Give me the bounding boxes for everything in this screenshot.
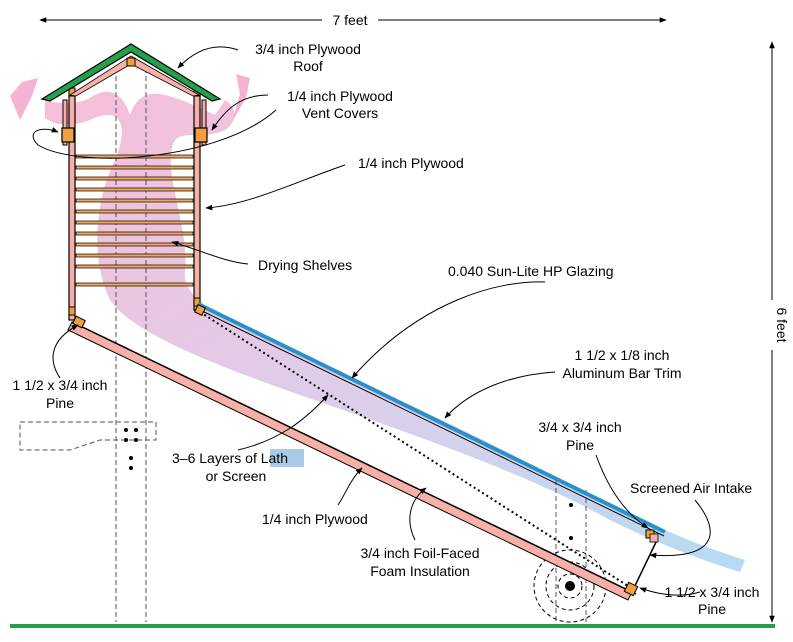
label-cabinet-plywood: 1/4 inch Plywood — [358, 155, 464, 171]
width-dimension-label: 7 feet — [332, 12, 367, 28]
wheel-hub — [565, 581, 575, 591]
post-outline-right — [555, 480, 587, 622]
label-pine-left-line1: 1 1/2 x 3/4 inch — [13, 377, 108, 393]
collector-bottom-line — [71, 321, 637, 595]
label-lath: 3–6 Layers of Lath or Screen — [172, 449, 304, 484]
drying-shelves — [75, 154, 194, 287]
vent-cover-left — [62, 99, 68, 146]
leader-arrows — [32, 46, 711, 596]
label-pine-square-line2: Pine — [566, 437, 594, 453]
collector-plywood — [67, 321, 633, 601]
label-vent-covers-line1: 1/4 inch Plywood — [287, 88, 393, 104]
ground-line — [10, 624, 775, 628]
cabinet-right-wall — [193, 94, 201, 311]
airflow-arrow-left — [10, 78, 38, 120]
label-air-intake: Screened Air Intake — [630, 480, 752, 496]
label-glazing: 0.040 Sun-Lite HP Glazing — [448, 263, 614, 279]
label-drying-shelves: Drying Shelves — [258, 257, 352, 273]
label-collector-plywood: 1/4 inch Plywood — [262, 511, 368, 527]
label-trim-line2: Aluminum Bar Trim — [562, 365, 681, 381]
label-trim-line1: 1 1/2 x 1/8 inch — [575, 347, 670, 363]
label-pine-left-line2: Pine — [46, 395, 74, 411]
label-lath-prefix: 3–6 Layers of — [172, 450, 261, 466]
label-roof-line2: Roof — [293, 58, 323, 74]
label-foam-line1: 3/4 inch Foil-Faced — [360, 545, 479, 561]
aluminum-trim — [195, 307, 665, 537]
dimension-height: 6 feet — [769, 41, 790, 623]
bolt-hole-icon — [124, 428, 573, 540]
dimension-width: 7 feet — [39, 12, 667, 28]
airflow-plume — [45, 91, 745, 573]
label-vent-covers-line2: Vent Covers — [302, 105, 378, 121]
collector-end — [631, 537, 659, 593]
label-pine-bottom-line1: 1 1/2 x 3/4 inch — [665, 584, 760, 600]
label-lath-highlight: Lath — [261, 450, 288, 466]
label-roof-line1: 3/4 inch Plywood — [255, 41, 361, 57]
glazing-line — [197, 302, 666, 534]
roof — [40, 43, 222, 102]
airflow-arrow-right — [232, 74, 250, 122]
label-lath-line2: or Screen — [206, 468, 267, 484]
label-foam-line2: Foam Insulation — [370, 563, 470, 579]
height-dimension-label: 6 feet — [774, 307, 790, 342]
svg-text:3–6 Layers of Lath: 3–6 Layers of Lath — [172, 450, 288, 466]
label-pine-bottom-line2: Pine — [698, 601, 726, 617]
label-pine-square-line1: 3/4 x 3/4 inch — [538, 419, 621, 435]
